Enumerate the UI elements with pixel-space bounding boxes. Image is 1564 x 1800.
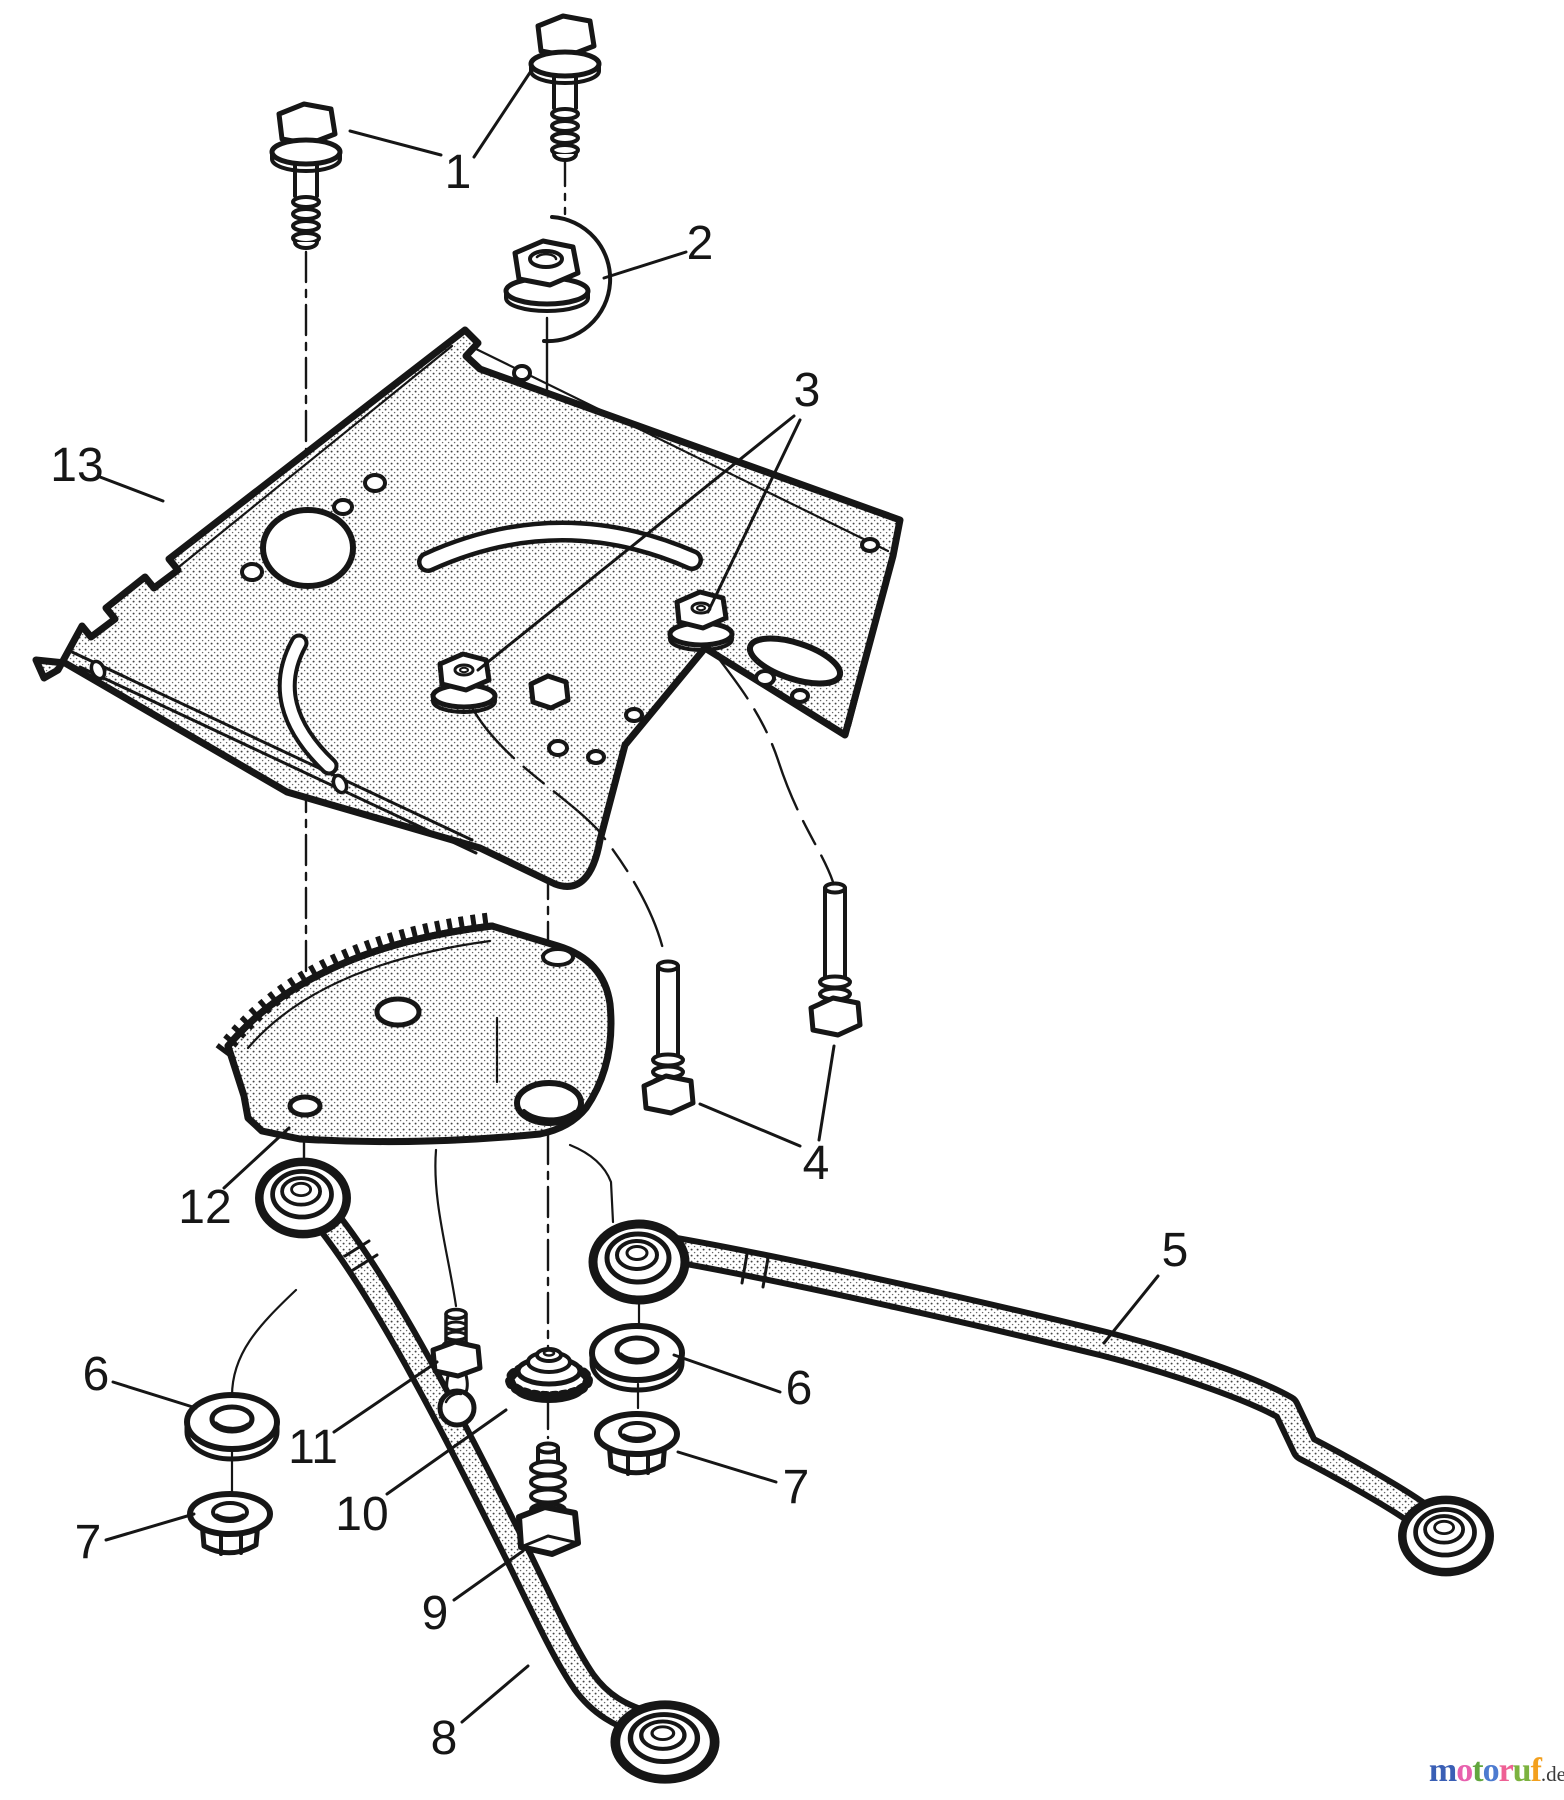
callout-3: 3 <box>794 364 821 417</box>
plate-flange-fold <box>70 650 478 855</box>
washer-right <box>592 1326 682 1390</box>
washer-left <box>187 1395 277 1459</box>
flange-nut-7-right <box>597 1414 677 1474</box>
ball-joint <box>1402 1500 1489 1572</box>
plate-oval-hole <box>746 635 844 687</box>
logo-suffix: .de <box>1540 1762 1564 1786</box>
logo-letter: t <box>1472 1752 1483 1789</box>
logo-letter: o <box>1482 1752 1500 1789</box>
callout-13: 13 <box>50 439 103 492</box>
logo-letter: f <box>1530 1752 1542 1789</box>
ball-stud-11 <box>430 1307 483 1428</box>
serrated-nut-10 <box>505 1347 593 1403</box>
base-plate <box>32 326 904 890</box>
logo-letter: r <box>1498 1752 1514 1789</box>
callout-leader-lines <box>98 66 1160 1724</box>
gear-pivot-hole <box>514 1080 584 1126</box>
callout-1: 1 <box>445 146 472 199</box>
callout-8: 8 <box>431 1712 458 1765</box>
callout-11: 11 <box>288 1421 338 1474</box>
callout-5: 5 <box>1162 1224 1189 1277</box>
callout-2: 2 <box>687 217 714 270</box>
callout-4: 4 <box>803 1137 830 1190</box>
callout-12: 12 <box>178 1181 231 1234</box>
plate-small-holes <box>240 364 880 765</box>
fastener-assembly-curves <box>468 640 835 960</box>
ball-joint <box>259 1162 346 1234</box>
plate-center-hex <box>528 673 571 711</box>
drag-link-left <box>259 1162 714 1779</box>
sector-gear <box>215 912 615 1146</box>
callout-9: 9 <box>422 1587 449 1640</box>
ball-joint <box>593 1224 685 1300</box>
callout-7-right: 7 <box>783 1461 810 1514</box>
callout-6-right: 6 <box>786 1362 813 1415</box>
callout-10: 10 <box>335 1488 388 1541</box>
logo-letter: u <box>1512 1752 1532 1789</box>
logo-letter: m <box>1428 1752 1457 1789</box>
drag-link-right <box>593 1224 1490 1572</box>
plate-large-hole <box>260 507 356 589</box>
flange-nut-7-left <box>190 1494 270 1554</box>
callout-6-left: 6 <box>83 1348 110 1401</box>
plate-edge-inner-line <box>472 346 890 553</box>
logo-letter: o <box>1456 1752 1473 1789</box>
motoruf-logo: motoruf.de <box>1396 1752 1564 1793</box>
hex-bolt-9 <box>516 1441 581 1557</box>
callout-7-left: 7 <box>75 1516 102 1569</box>
ball-joint <box>615 1705 714 1779</box>
flange-nut-2 <box>503 215 613 344</box>
flange-nut-3-right <box>670 592 732 650</box>
